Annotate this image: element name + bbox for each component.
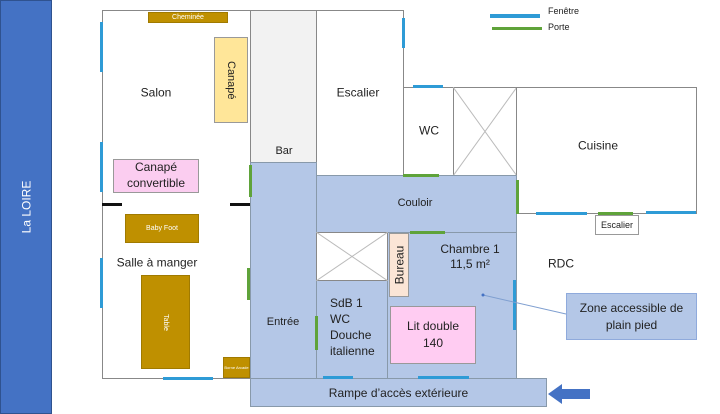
window <box>100 258 103 308</box>
room-staircase <box>316 10 404 176</box>
bedroom-area: 11,5 m² <box>450 257 490 271</box>
zone-note-box: Zone accessible de plain pied <box>566 293 697 340</box>
window <box>413 85 443 88</box>
room-label-wc: WC <box>419 123 439 138</box>
bathroom-line-3: Douche <box>330 328 372 342</box>
baby-foot: Baby Foot <box>125 214 199 243</box>
legend-door-swatch <box>492 27 542 30</box>
entrance-arrow-icon <box>548 384 590 404</box>
room-label-bar: Bar <box>275 145 293 158</box>
window <box>646 211 696 214</box>
bathroom-line-1: SdB 1 <box>330 296 363 310</box>
room-label-staircase: Escalier <box>336 85 380 100</box>
room-label-bathroom: SdB 1 WC Douche italienne <box>330 295 375 359</box>
room-label-salon: Salon <box>140 85 172 100</box>
window <box>100 142 103 192</box>
bed-label-2: 140 <box>422 336 444 350</box>
room-label-kitchen: Cuisine <box>577 138 619 153</box>
wall-segment <box>230 203 250 206</box>
void-shaft <box>453 87 517 176</box>
zone-note-line-2: plain pied <box>605 317 658 332</box>
door <box>410 231 445 234</box>
door <box>247 268 250 300</box>
window <box>536 212 587 215</box>
legend-window-swatch <box>490 14 540 18</box>
river-band: La LOIRE <box>0 0 52 414</box>
dining-table: Table <box>141 275 190 369</box>
legend-door-label: Porte <box>548 22 570 32</box>
sofa: Canapé <box>214 37 248 123</box>
window <box>418 376 469 379</box>
room-corridor <box>316 175 517 233</box>
sofa-label: Canapé <box>225 60 237 100</box>
bathroom-line-2: WC <box>330 312 350 326</box>
room-label-corridor: Couloir <box>397 197 433 210</box>
level-label: RDC <box>548 256 574 271</box>
window <box>402 18 405 48</box>
sofa-bed-label-1: Canapé <box>134 160 178 175</box>
bedroom-name: Chambre 1 <box>440 242 500 256</box>
door <box>598 212 633 215</box>
small-staircase: Escalier <box>595 215 639 235</box>
door <box>315 316 318 350</box>
desk: Bureau <box>389 233 409 297</box>
door <box>516 180 519 214</box>
door <box>403 174 439 177</box>
window <box>100 22 103 72</box>
window <box>163 377 213 380</box>
sofa-bed-label-2: convertible <box>126 176 186 190</box>
window <box>513 280 516 330</box>
bathroom-line-4: italienne <box>330 344 375 358</box>
sofa-bed: Canapé convertible <box>113 159 199 193</box>
double-bed: Lit double 140 <box>390 306 476 364</box>
fireplace: Cheminée <box>148 12 228 23</box>
zone-note-line-1: Zone accessible de <box>579 300 684 315</box>
room-label-entrance: Entrée <box>266 316 300 329</box>
wall-segment <box>102 203 122 206</box>
legend-window-label: Fenêtre <box>548 6 580 16</box>
void-shaft-2 <box>316 232 388 281</box>
room-label-salle-a-manger: Salle à manger <box>116 255 198 270</box>
arcade-cabinet: Borne Arcade <box>223 357 250 378</box>
window <box>323 376 353 379</box>
room-bathroom <box>316 280 388 379</box>
door <box>249 165 252 197</box>
bed-label-1: Lit double <box>406 319 460 334</box>
access-ramp: Rampe d’accès extérieure <box>250 378 547 407</box>
